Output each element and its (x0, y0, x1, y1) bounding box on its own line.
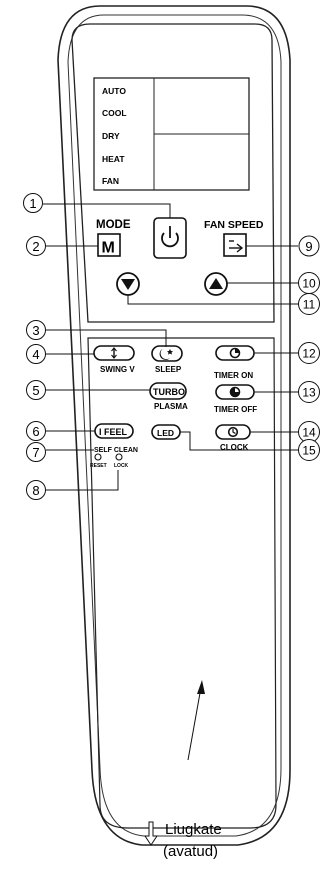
sleep-button[interactable] (151, 345, 183, 362)
svg-text:11: 11 (303, 298, 316, 312)
lcd-mode-fan: FAN (102, 176, 119, 186)
callout-5: 5 (26, 380, 46, 400)
lcd-mode-heat: HEAT (102, 154, 125, 164)
hollow-down-arrow-icon (144, 821, 158, 846)
lcd-mode-auto: AUTO (102, 86, 126, 96)
cover-arrowhead (197, 680, 205, 694)
mode-button[interactable]: M (97, 233, 121, 257)
led-button[interactable]: LED (151, 424, 181, 440)
svg-text:14: 14 (302, 426, 316, 440)
svg-text:9: 9 (305, 239, 312, 254)
leader-lines (43, 203, 298, 761)
callout-13: 13 (298, 381, 320, 403)
svg-text:13: 13 (302, 386, 316, 400)
down-button[interactable] (116, 272, 140, 296)
upper-panel (71, 23, 275, 323)
fan-speed-arrow-icon (229, 240, 244, 253)
callout-3: 3 (26, 320, 46, 340)
callout-2: 2 (26, 236, 46, 256)
cover-label-line1: Liugkate (165, 821, 222, 838)
fan-speed-button[interactable] (223, 233, 247, 257)
i-feel-button-glyph: I FEEL (99, 427, 128, 437)
up-arrow-icon (209, 278, 223, 289)
clock-icon (227, 426, 239, 438)
power-button[interactable] (153, 217, 187, 259)
down-arrow-icon (121, 279, 135, 290)
lcd-mode-dry: DRY (102, 131, 120, 141)
callout-12: 12 (298, 342, 320, 364)
timer-off-button[interactable] (215, 384, 255, 400)
turbo-button[interactable]: TURBO (149, 382, 187, 400)
timer-off-label: TIMER OFF (214, 405, 257, 414)
callout-8: 8 (26, 480, 46, 500)
cover-label-line2: (avatud) (163, 843, 218, 860)
svg-text:3: 3 (32, 323, 39, 338)
remote-body-inner-outline (67, 14, 282, 837)
mode-label: MODE (96, 219, 131, 231)
callout-10: 10 (298, 272, 320, 294)
reset-label: RESET (90, 463, 107, 469)
sleep-moon-icon (159, 348, 173, 360)
up-button[interactable] (204, 272, 228, 296)
svg-text:8: 8 (32, 483, 39, 498)
timer-off-icon (229, 386, 241, 398)
swing-label: SWING V (100, 365, 135, 374)
swing-button[interactable] (93, 345, 135, 361)
swing-icon (111, 347, 117, 359)
svg-text:7: 7 (32, 445, 39, 460)
lower-panel (87, 337, 277, 829)
timer-on-label: TIMER ON (214, 371, 253, 380)
sleep-label: SLEEP (155, 365, 182, 374)
timer-on-button[interactable] (215, 345, 255, 361)
lock-pinhole[interactable] (115, 453, 123, 461)
clock-label: CLOCK (220, 443, 249, 452)
callout-6: 6 (26, 421, 46, 441)
svg-text:5: 5 (32, 383, 39, 398)
lock-label: LOCK (114, 463, 129, 469)
self-clean-label: SELF CLEAN (94, 447, 138, 454)
callout-7: 7 (26, 442, 46, 462)
svg-text:1: 1 (29, 196, 36, 211)
svg-text:10: 10 (302, 277, 316, 291)
i-feel-button[interactable]: I FEEL (94, 423, 134, 439)
led-button-glyph: LED (157, 428, 174, 438)
svg-text:12: 12 (302, 347, 316, 361)
callout-4: 4 (26, 344, 46, 364)
timer-on-icon (229, 347, 241, 359)
fan-speed-label: FAN SPEED (204, 219, 264, 231)
turbo-button-glyph: TURBO (153, 387, 185, 397)
callout-1: 1 (23, 193, 43, 213)
power-icon (161, 226, 179, 248)
callout-11: 11 (298, 293, 320, 315)
reset-pinhole[interactable] (94, 453, 102, 461)
lcd-mode-cool: COOL (102, 108, 127, 118)
clock-button[interactable] (215, 424, 251, 440)
svg-text:4: 4 (32, 347, 39, 362)
svg-text:6: 6 (32, 424, 39, 439)
svg-text:2: 2 (32, 239, 39, 254)
mode-button-glyph: M (102, 240, 115, 257)
plasma-label: PLASMA (154, 402, 188, 411)
callout-9: 9 (298, 235, 320, 257)
callout-15: 15 (298, 439, 320, 461)
svg-text:15: 15 (302, 444, 316, 458)
